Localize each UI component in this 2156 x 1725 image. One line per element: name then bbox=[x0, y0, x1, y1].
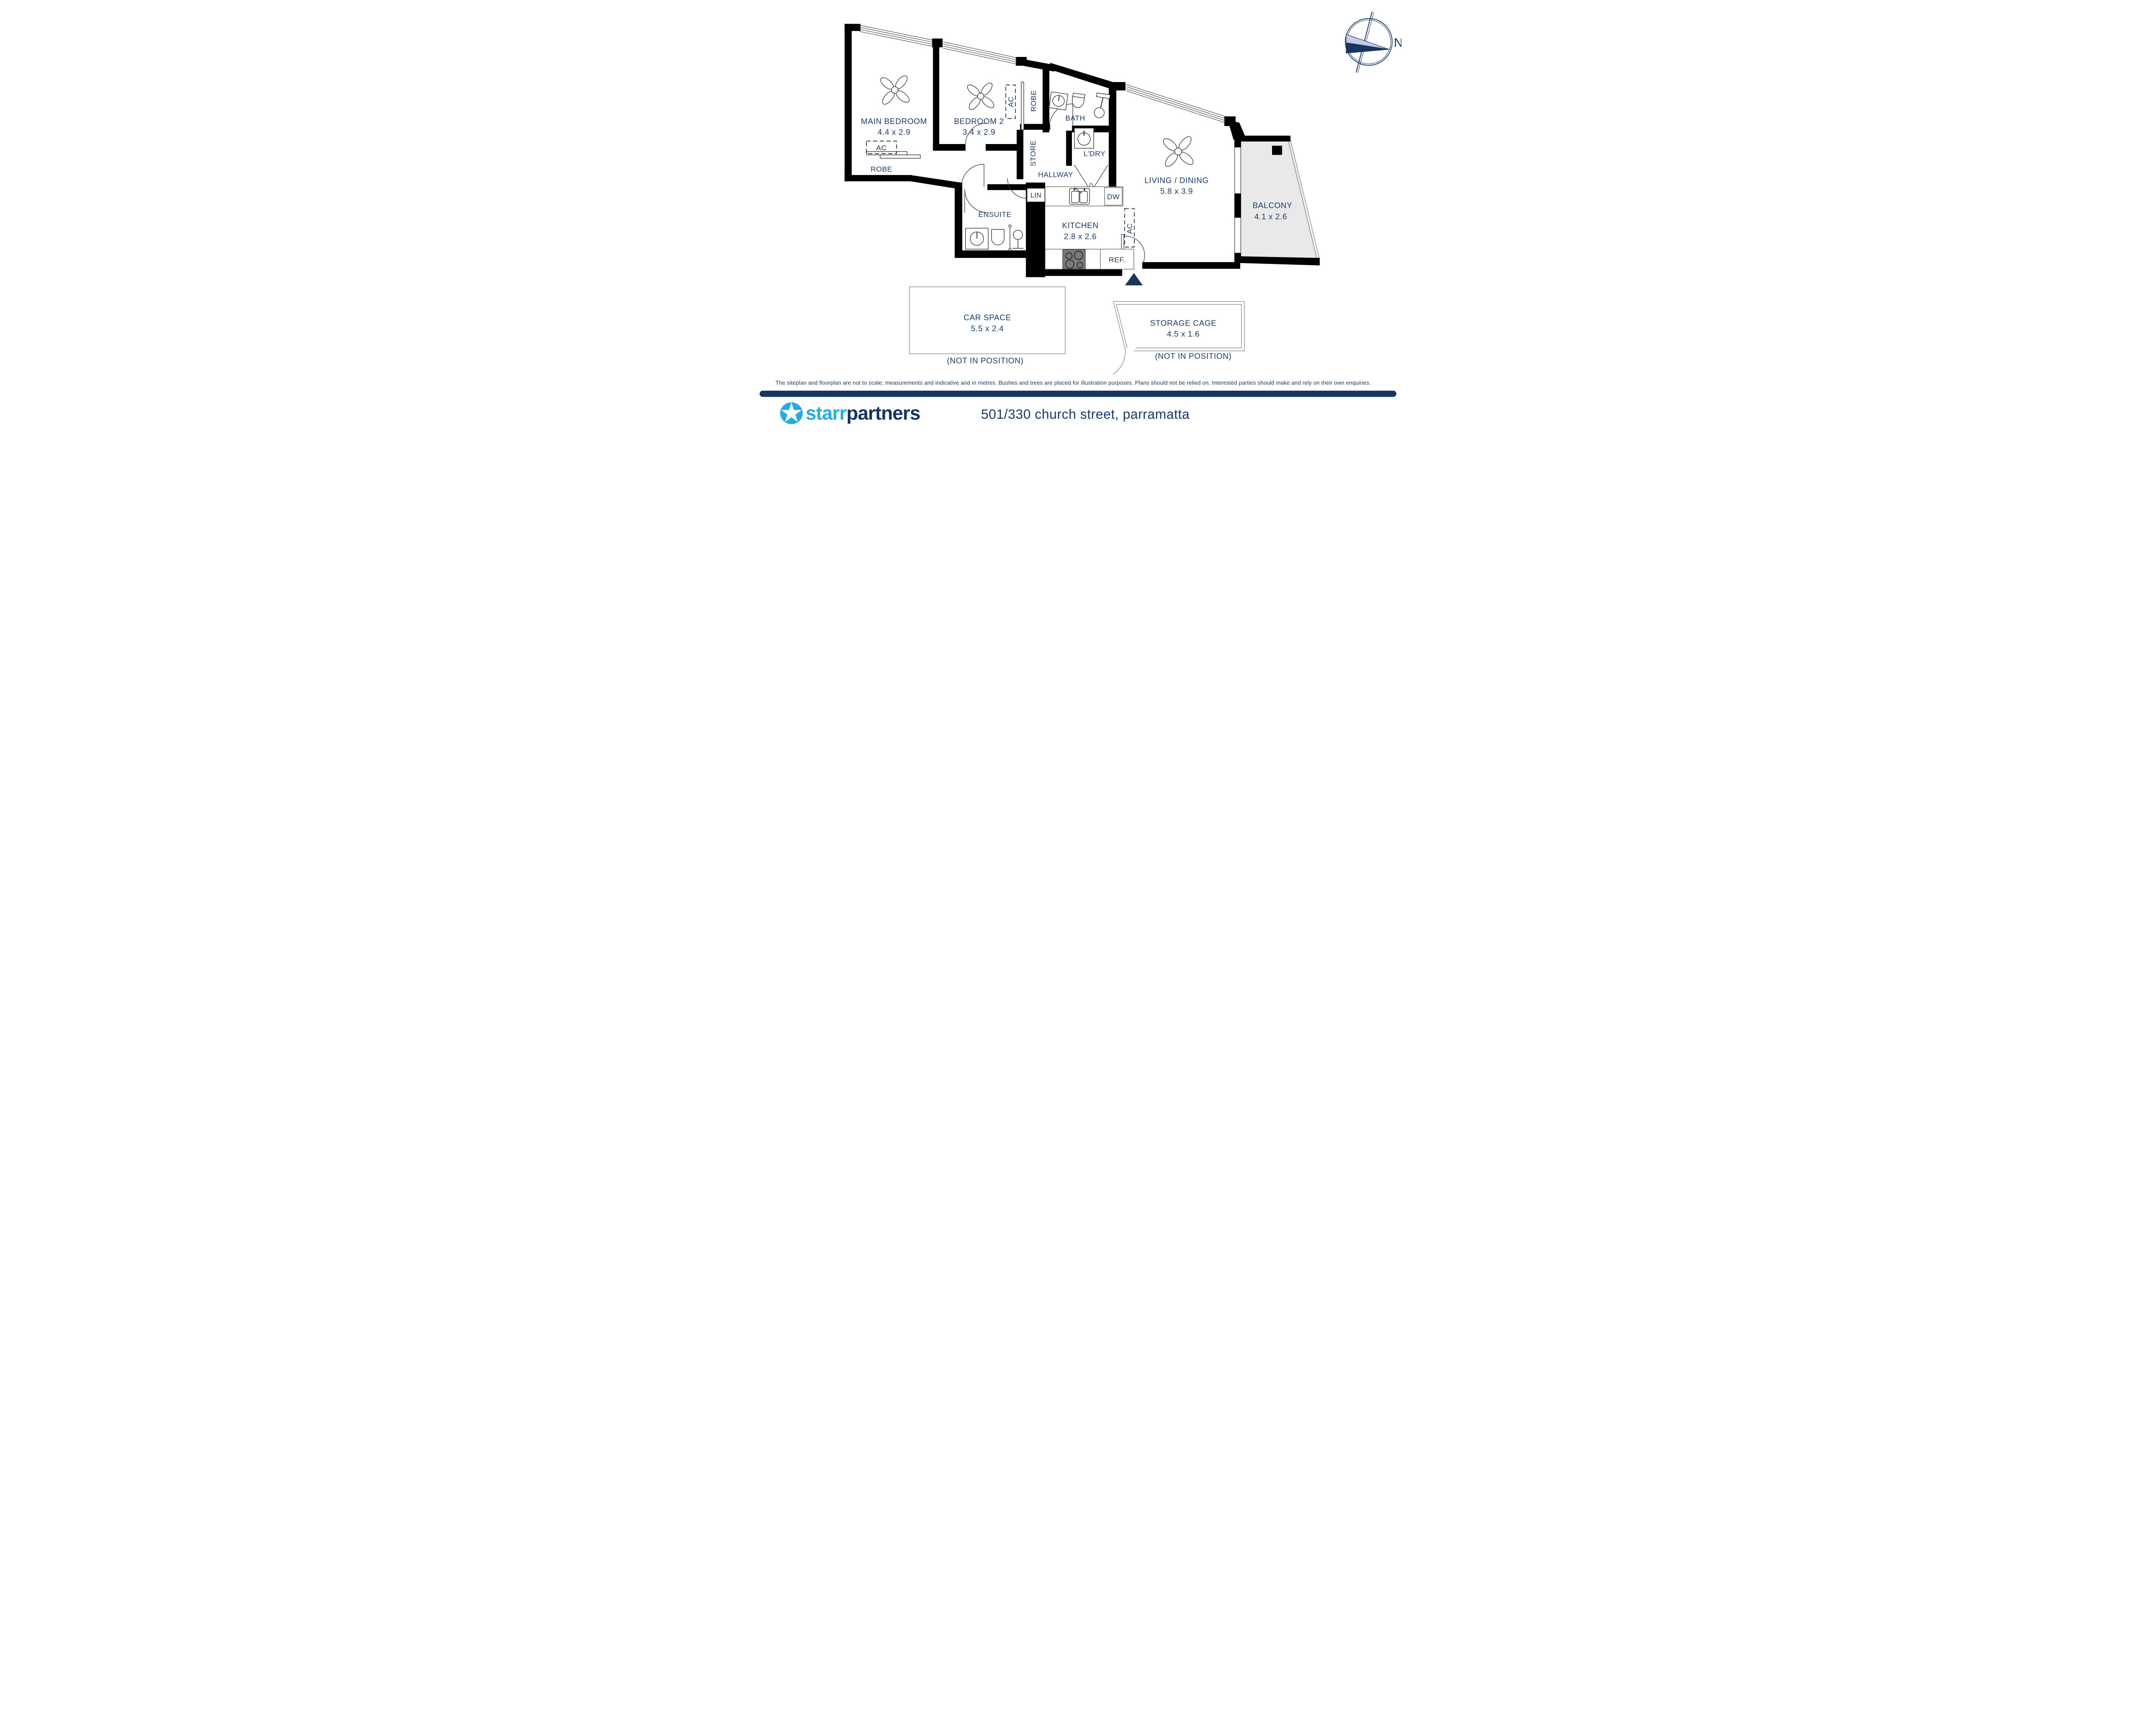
label-storage-cage-note: (NOT IN POSITION) bbox=[1155, 351, 1232, 361]
ac-unit-bedroom-2 bbox=[1005, 85, 1016, 119]
floorplan-page: N bbox=[755, 0, 1401, 431]
compass-north-label: N bbox=[1394, 36, 1401, 50]
walls bbox=[844, 24, 1320, 277]
footer-divider-bar bbox=[759, 390, 1397, 397]
label-car-space-dims: 5.5 x 2.4 bbox=[971, 324, 1004, 333]
label-main-bedroom: MAIN BEDROOM bbox=[861, 116, 927, 125]
label-laundry: L'DRY bbox=[1084, 150, 1106, 158]
brand-name: starrpartners bbox=[805, 403, 920, 424]
label-ac-bedroom2: AC bbox=[1007, 97, 1015, 107]
label-storage-cage-dims: 4.5 x 1.6 bbox=[1167, 329, 1200, 339]
label-dishwasher: DW bbox=[1107, 193, 1119, 201]
entry-arrow-icon bbox=[1125, 273, 1143, 285]
ac-unit-kitchen bbox=[1124, 208, 1135, 248]
label-store: STORE bbox=[1029, 140, 1037, 166]
brand-secondary: partners bbox=[846, 403, 920, 424]
balcony-area bbox=[1241, 140, 1320, 259]
brand-primary: starr bbox=[805, 403, 846, 424]
floorplan-canvas: N bbox=[759, 11, 1401, 424]
label-hallway: HALLWAY bbox=[1038, 171, 1073, 179]
label-robe-column: ROBE bbox=[1029, 90, 1037, 112]
label-balcony-dims: 4.1 x 2.6 bbox=[1254, 212, 1287, 221]
robe-sliding-doors bbox=[866, 82, 1024, 159]
label-car-space-note: (NOT IN POSITION) bbox=[947, 356, 1024, 365]
kitchen-bench-bottom bbox=[1045, 249, 1134, 270]
window-bands bbox=[859, 25, 1225, 123]
label-bath: BATH bbox=[1065, 114, 1085, 122]
label-linen: LIN bbox=[1031, 192, 1041, 199]
label-bedroom-2-dims: 3.4 x 2.9 bbox=[962, 128, 995, 137]
label-ac-main: AC bbox=[876, 144, 887, 152]
washing-machine-icon bbox=[1074, 128, 1094, 149]
brand-logo: starrpartners bbox=[780, 402, 921, 424]
label-storage-cage: STORAGE CAGE bbox=[1150, 318, 1216, 327]
balcony-window-slits bbox=[1235, 147, 1241, 253]
label-fridge: REF. bbox=[1109, 256, 1125, 264]
label-main-bedroom-dims: 4.4 x 2.9 bbox=[877, 128, 910, 137]
compass-icon: N bbox=[1345, 11, 1401, 73]
label-ensuite: ENSUITE bbox=[978, 210, 1012, 219]
ac-unit-main-bedroom bbox=[866, 141, 897, 154]
label-robe-main: ROBE bbox=[871, 165, 892, 173]
label-kitchen: KITCHEN bbox=[1062, 221, 1099, 230]
label-kitchen-dims: 2.8 x 2.6 bbox=[1064, 232, 1097, 241]
label-living-dining-dims: 5.8 x 3.9 bbox=[1160, 187, 1193, 196]
fan-icon-living bbox=[1163, 136, 1194, 167]
storage-cage-box bbox=[1112, 301, 1245, 375]
dishwasher-box bbox=[1104, 187, 1123, 206]
label-living-dining: LIVING / DINING bbox=[1144, 176, 1209, 185]
listing-address: 501/330 church street, parramatta bbox=[981, 407, 1190, 422]
label-bedroom-2: BEDROOM 2 bbox=[954, 116, 1004, 125]
label-balcony: BALCONY bbox=[1253, 201, 1292, 210]
fan-icon-bedroom-2 bbox=[967, 82, 994, 110]
car-space-box bbox=[909, 286, 1066, 354]
fan-icon-main-bedroom bbox=[880, 75, 909, 105]
label-car-space: CAR SPACE bbox=[964, 313, 1011, 322]
disclaimer-text: The siteplan and floorplan are not to sc… bbox=[776, 380, 1371, 386]
bath-fixtures bbox=[1049, 91, 1111, 118]
label-ac-kitchen: AC bbox=[1126, 223, 1134, 234]
kitchen-bench-top bbox=[1045, 186, 1123, 207]
ensuite-fixtures bbox=[965, 224, 1024, 251]
linen-cupboard-box bbox=[1027, 188, 1045, 202]
